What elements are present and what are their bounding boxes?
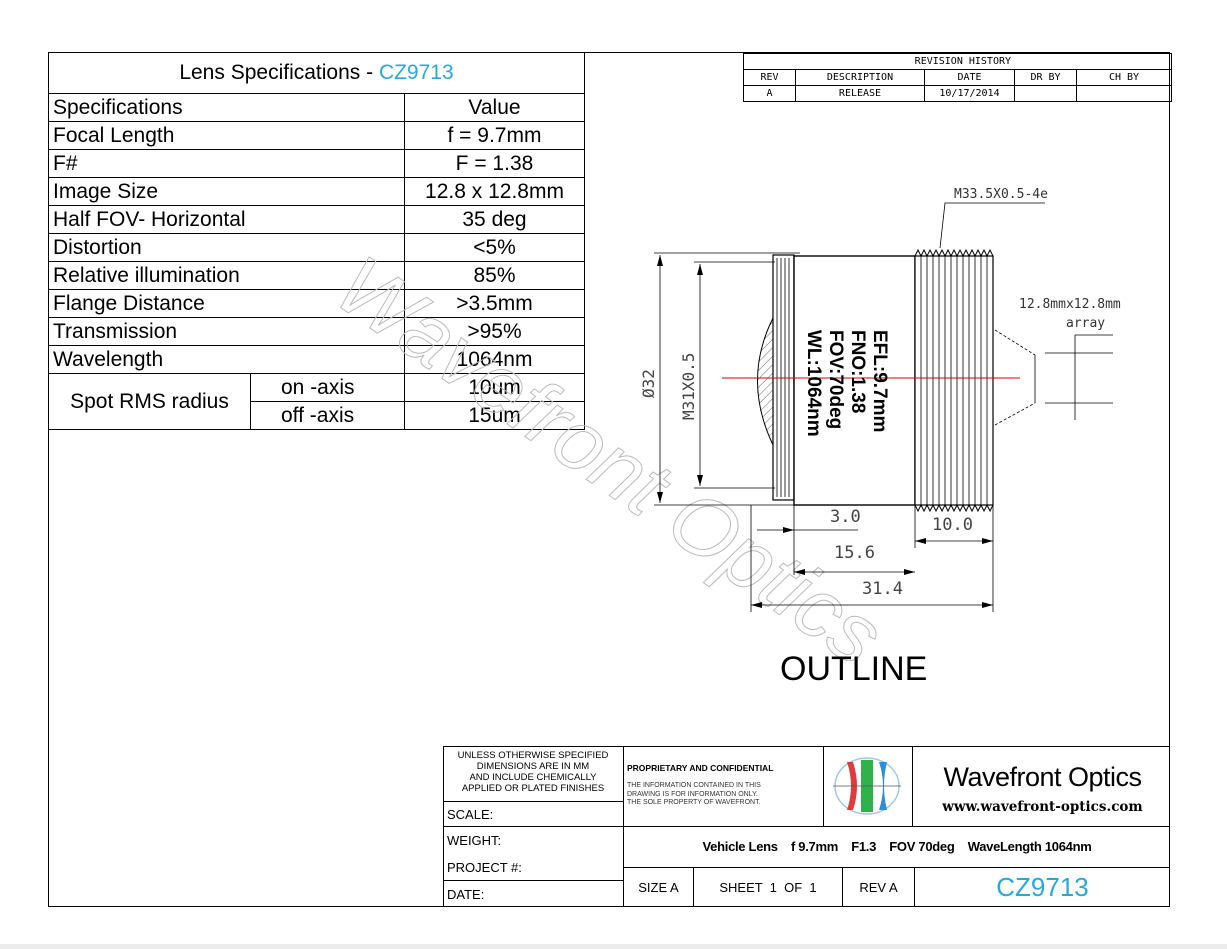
- rear-thread: [914, 248, 994, 513]
- sheet-label: SHEET 1 OF 1: [719, 880, 817, 895]
- spec-title-part: CZ9713: [378, 61, 454, 84]
- dim-3-0-label: 3.0: [830, 507, 861, 527]
- revision-history-table: REVISION HISTORY REV DESCRIPTION DATE DR…: [743, 53, 1172, 102]
- spec-row-label: F#: [48, 149, 405, 178]
- body-text-fno: FNO:1.38: [847, 330, 868, 413]
- lens-body: [793, 255, 916, 506]
- array-callout-label: array: [1066, 316, 1105, 331]
- outer-diameter-label: Ø32: [639, 369, 658, 398]
- proprietary-text: THE INFORMATION CONTAINED IN THIS DRAWIN…: [627, 782, 821, 808]
- dim-31-4-label: 31.4: [862, 579, 903, 599]
- date-label: DATE:: [447, 887, 485, 902]
- lens-spec-table: Lens Specifications - CZ9713 Specificati…: [48, 52, 585, 430]
- spec-row-value: 35 deg: [404, 205, 585, 234]
- company-name: Wavefront Optics: [943, 762, 1142, 792]
- unless-note: UNLESS OTHERWISE SPECIFIED DIMENSIONS AR…: [447, 750, 619, 794]
- spec-row-label: Transmission: [48, 317, 405, 346]
- body-engraving: EFL:9.7mm FNO:1.38 FOV:70deg WL:1064nm: [803, 330, 890, 437]
- title-block: UNLESS OTHERWISE SPECIFIED DIMENSIONS AR…: [443, 746, 1170, 907]
- inner-thread-label: M31X0.5: [679, 353, 698, 420]
- body-text-efl: EFL:9.7mm: [869, 330, 890, 432]
- spec-row-label: Flange Distance: [48, 289, 405, 318]
- body-text-wl: WL:1064nm: [803, 330, 824, 437]
- rev-label: REV A: [859, 880, 898, 895]
- spec-row-value: 1064nm: [404, 345, 585, 374]
- unless-note-line: APPLIED OR PLATED FINISHES: [461, 783, 605, 794]
- length-dimensions: [750, 505, 994, 612]
- spec-row-value: 12.8 x 12.8mm: [404, 177, 585, 206]
- rev-cell: [1076, 85, 1172, 102]
- off-axis-value: 15um: [404, 401, 585, 430]
- dim-10-0-label: 10.0: [932, 515, 973, 535]
- spec-row-label: Distortion: [48, 233, 405, 262]
- front-lens-dome: [757, 317, 774, 446]
- unless-note-line: AND INCLUDE CHEMICALLY: [469, 772, 597, 783]
- spec-row-value: 85%: [404, 261, 585, 290]
- proprietary-line: THE INFORMATION CONTAINED IN THIS: [627, 782, 761, 789]
- spec-row-label: Half FOV- Horizontal: [48, 205, 405, 234]
- diameter-dimensions: [654, 252, 800, 506]
- part-number: CZ9713: [996, 872, 1089, 902]
- rev-cell: RELEASE: [795, 85, 925, 102]
- tb-divider: [443, 801, 623, 802]
- scale-label: SCALE:: [447, 807, 494, 822]
- project-label: PROJECT #:: [447, 860, 522, 875]
- tb-divider: [914, 867, 915, 907]
- proprietary-line: DRAWING IS FOR INFORMATION ONLY.: [627, 790, 758, 798]
- dimension-arrows: [657, 255, 703, 503]
- proprietary-line: THE SOLE PROPERTY OF WAVEFRONT.: [627, 799, 761, 806]
- rev-cell: A: [743, 85, 796, 102]
- tb-divider: [693, 867, 694, 907]
- spec-row-value: <5%: [404, 233, 585, 262]
- company-url: www.wavefront-optics.com: [942, 799, 1143, 815]
- thread-callout-leader: [939, 202, 1045, 249]
- spec-header-label: Specifications: [48, 93, 405, 122]
- off-axis-label: off -axis: [250, 401, 405, 430]
- spec-title-prefix: Lens Specifications -: [179, 61, 379, 84]
- tb-divider: [823, 746, 824, 826]
- tb-divider: [842, 867, 843, 907]
- tb-divider: [443, 826, 1170, 827]
- unless-note-line: DIMENSIONS ARE IN MM: [476, 761, 590, 772]
- image-array-indicator: [994, 329, 1113, 426]
- wavefront-logo-icon: [833, 757, 901, 815]
- dim-15-6-label: 15.6: [834, 543, 875, 563]
- tb-divider: [443, 880, 623, 881]
- array-callout-size: 12.8mmx12.8mm: [1019, 297, 1121, 312]
- spec-header-value: Value: [404, 93, 585, 122]
- spec-row-value: f = 9.7mm: [404, 121, 585, 150]
- weight-label: WEIGHT:: [447, 833, 502, 848]
- bottom-strip: [0, 944, 1227, 949]
- tb-divider: [912, 746, 913, 826]
- spec-row-value: F = 1.38: [404, 149, 585, 178]
- unless-note-line: UNLESS OTHERWISE SPECIFIED: [457, 750, 609, 761]
- length-arrows: [751, 527, 993, 608]
- spec-row-label: Relative illumination: [48, 261, 405, 290]
- on-axis-label: on -axis: [250, 373, 405, 402]
- spot-rms-label: Spot RMS radius: [48, 373, 251, 430]
- thread-callout-label: M33.5X0.5-4e: [954, 187, 1048, 202]
- outline-label: OUTLINE: [780, 650, 927, 688]
- drawing-frame: [48, 52, 1170, 907]
- spec-row-label: Wavelength: [48, 345, 405, 374]
- product-description: Vehicle Lens f 9.7mm F1.3 FOV 70deg Wave…: [702, 839, 1092, 854]
- tb-divider: [623, 867, 1170, 868]
- spec-row-value: >3.5mm: [404, 289, 585, 318]
- body-text-fov: FOV:70deg: [825, 330, 846, 429]
- size-label: SIZE A: [638, 880, 679, 895]
- proprietary-title: PROPRIETARY AND CONFIDENTIAL: [627, 763, 774, 773]
